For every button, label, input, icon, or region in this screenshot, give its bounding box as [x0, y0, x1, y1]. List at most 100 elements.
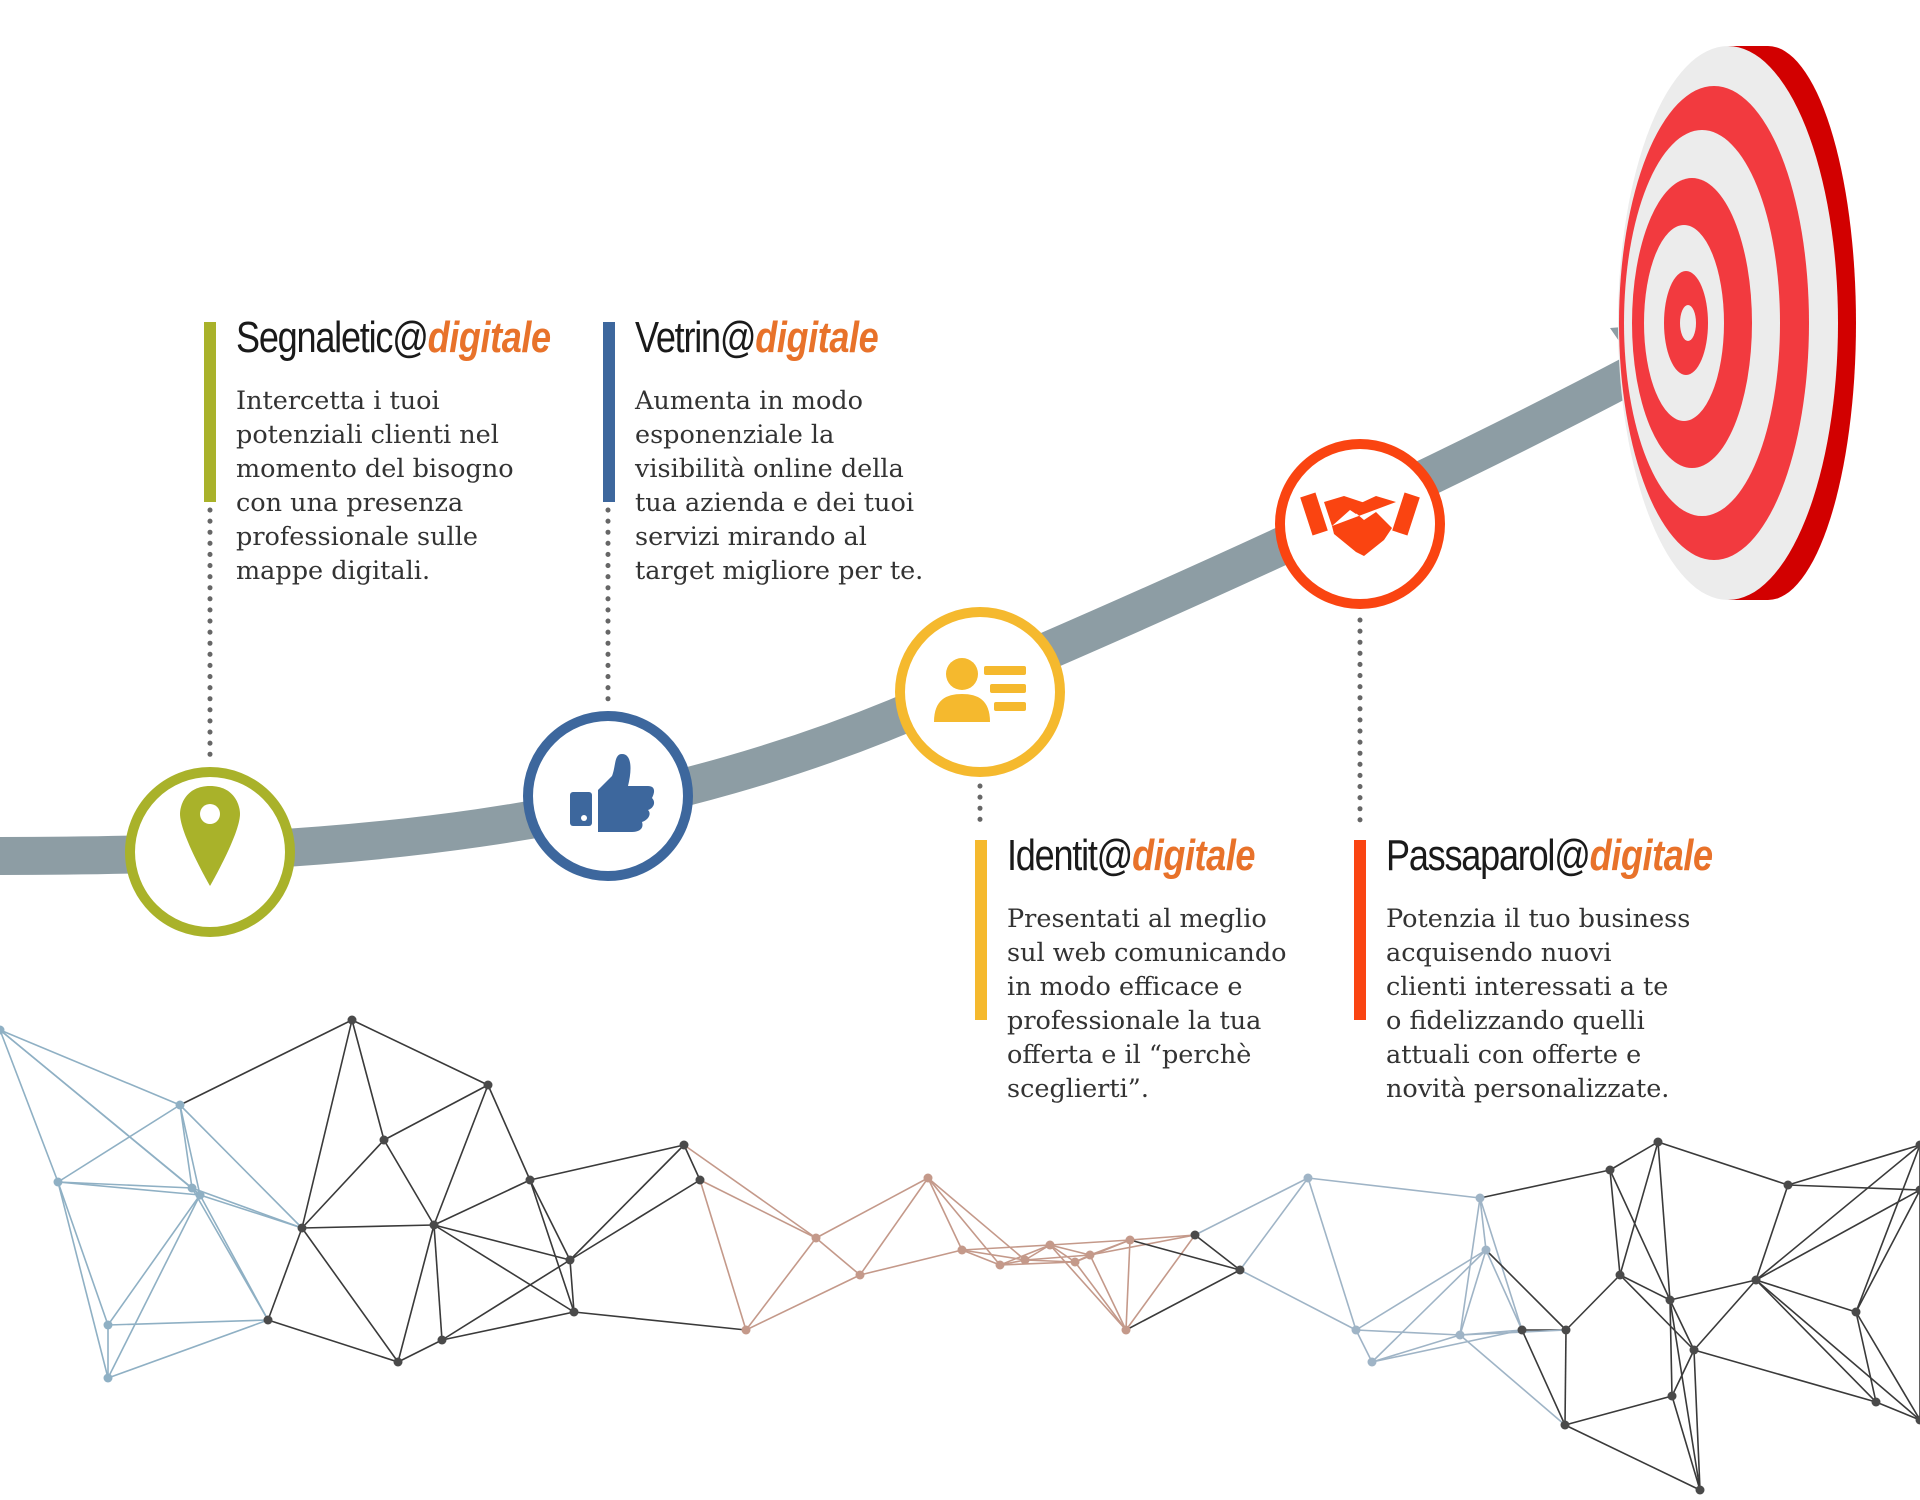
network-edge: [1194, 1177, 1309, 1236]
step-bar: [1354, 840, 1366, 1020]
network-edge: [1024, 1244, 1051, 1261]
network-edge: [699, 1179, 747, 1331]
title-base: Identit@: [1007, 831, 1133, 880]
network-edge: [1239, 1177, 1309, 1271]
network-node: [1665, 1295, 1675, 1305]
network-edge: [433, 1224, 571, 1261]
network-node: [1481, 1245, 1491, 1255]
network-edge: [859, 1249, 963, 1276]
network-edge: [351, 1019, 489, 1086]
step-circle-passaparola: [1275, 439, 1445, 609]
network-node: [1455, 1330, 1465, 1340]
network-edge: [1565, 1274, 1621, 1331]
network-node: [1783, 1180, 1793, 1190]
polygon-network-decoration: [0, 1015, 1920, 1495]
network-edge: [179, 1104, 193, 1189]
network-node: [187, 1183, 197, 1193]
network-edge: [1787, 1144, 1920, 1186]
network-edge: [1875, 1401, 1920, 1421]
network-edge: [1459, 1329, 1567, 1336]
network-node: [1085, 1250, 1095, 1260]
network-edge: [1485, 1249, 1523, 1331]
network-node: [297, 1223, 307, 1233]
network-edge: [569, 1144, 685, 1261]
network-edge: [107, 1319, 269, 1326]
network-edge: [191, 1187, 269, 1321]
network-node: [1303, 1173, 1313, 1183]
network-edge: [1609, 1141, 1659, 1171]
user-profile-icon: [934, 658, 1026, 722]
network-node: [525, 1175, 535, 1185]
title-brand: digitale: [1132, 831, 1256, 880]
network-edge: [199, 1194, 303, 1229]
network-edge: [699, 1179, 817, 1239]
step-title: Segnaletic@digitale: [236, 310, 551, 366]
network-node: [1235, 1265, 1245, 1275]
title-base: Vetrin@: [635, 313, 757, 362]
step-description: Presentati al meglio sul web comunicando…: [1007, 904, 1287, 1104]
network-edge: [301, 1224, 435, 1229]
network-node: [1561, 1325, 1571, 1335]
network-edge: [1755, 1279, 1920, 1421]
step-title: Vetrin@digitale: [635, 310, 879, 366]
network-edge: [57, 1181, 201, 1196]
network-edge: [441, 1259, 571, 1341]
network-node: [1915, 1415, 1920, 1425]
bullseye-target-icon: [1618, 46, 1856, 600]
network-edge: [1669, 1299, 1701, 1491]
network-edge: [1371, 1334, 1461, 1363]
network-edge: [179, 1104, 201, 1196]
network-edge: [683, 1144, 817, 1239]
network-node: [1653, 1137, 1663, 1147]
network-edge: [1125, 1234, 1196, 1331]
network-edge: [301, 1019, 353, 1229]
network-node: [1915, 1185, 1920, 1195]
network-edge: [859, 1177, 929, 1276]
network-edge: [529, 1144, 685, 1181]
network-edge: [301, 1139, 385, 1229]
network-edge: [1619, 1274, 1695, 1351]
network-node: [1851, 1307, 1861, 1317]
network-edge: [1693, 1349, 1877, 1403]
title-brand: digitale: [1589, 831, 1713, 880]
network-edge: [433, 1084, 489, 1226]
network-edge: [1355, 1329, 1373, 1363]
network-node: [565, 1255, 575, 1265]
network-edge: [1194, 1234, 1241, 1271]
step-description: Intercetta i tuoi potenziali clienti nel…: [236, 386, 514, 586]
network-edge: [1609, 1169, 1671, 1301]
network-node: [695, 1175, 705, 1185]
network-node: [995, 1260, 1005, 1270]
network-node: [1121, 1325, 1131, 1335]
network-edge: [1239, 1269, 1357, 1331]
network-edge: [1024, 1259, 1076, 1263]
network-node: [263, 1315, 273, 1325]
network-edge: [1755, 1144, 1920, 1281]
network-edge: [1459, 1197, 1481, 1336]
step-description: Potenzia il tuo business acquisendo nuov…: [1386, 904, 1691, 1104]
network-edge: [1024, 1254, 1091, 1261]
network-edge: [1855, 1189, 1920, 1313]
network-edge: [1074, 1261, 1127, 1331]
network-edge: [1671, 1395, 1701, 1491]
network-node: [1915, 1140, 1920, 1150]
network-edge: [433, 1224, 443, 1341]
network-node: [1125, 1235, 1135, 1245]
network-edge: [1693, 1349, 1701, 1491]
network-node: [379, 1135, 389, 1145]
step-circle-identita: [895, 607, 1065, 777]
network-node: [195, 1190, 205, 1200]
network-edge: [107, 1194, 201, 1326]
handshake-icon: [1300, 492, 1420, 556]
map-pin-icon: [180, 786, 240, 886]
network-node: [347, 1015, 357, 1025]
network-edge: [529, 1179, 571, 1261]
network-node: [429, 1220, 439, 1230]
network-edge: [1671, 1349, 1695, 1397]
network-edge: [57, 1181, 193, 1189]
network-edge: [815, 1237, 861, 1276]
network-edge: [1619, 1274, 1671, 1301]
network-node: [1475, 1193, 1485, 1203]
network-edge: [1755, 1184, 1789, 1281]
network-node: [103, 1373, 113, 1383]
